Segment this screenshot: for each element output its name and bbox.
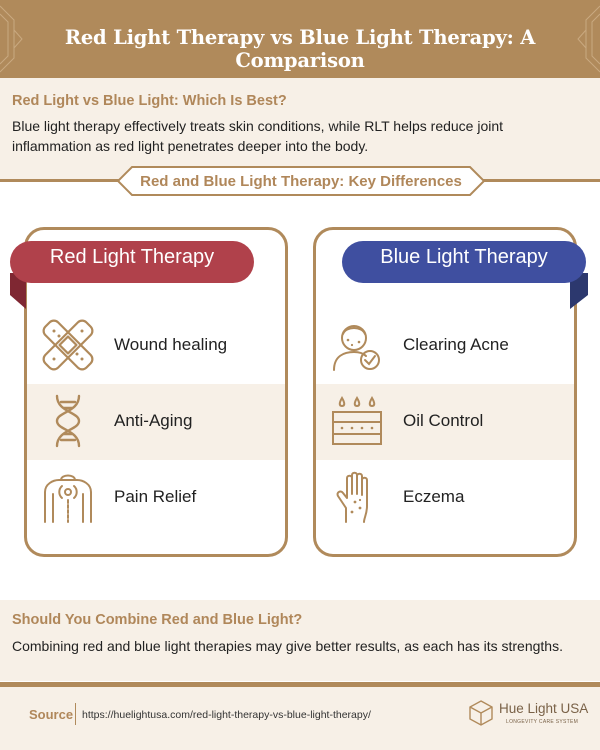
- combine-text: Combining red and blue light therapies m…: [12, 638, 563, 654]
- red-ribbon: [10, 241, 254, 309]
- item-label: Wound healing: [114, 335, 228, 354]
- footer: Source https://huelightusa.com/red-light…: [0, 687, 600, 750]
- bandage-icon: [42, 319, 94, 371]
- combine-section: Should You Combine Red and Blue Light? C…: [0, 600, 600, 681]
- red-card-title: Red Light Therapy: [49, 246, 215, 268]
- art-deco-ornament-right-icon: [577, 5, 600, 73]
- face-check-icon: [333, 325, 380, 371]
- hand-rash-icon: [336, 471, 368, 523]
- intro-text: Blue light therapy effectively treats sk…: [12, 116, 590, 156]
- item-label: Oil Control: [403, 411, 484, 430]
- brand-tagline: LONGEVITY CARE SYSTEM: [506, 719, 579, 725]
- art-deco-ornament-left-icon: [0, 5, 23, 73]
- source-separator: [75, 703, 76, 725]
- key-differences-label: Red and Blue Light Therapy: Key Differen…: [140, 173, 462, 190]
- intro-text-line-2: inflammation as red light penetrates dee…: [12, 138, 369, 154]
- footer-divider: [0, 682, 600, 687]
- dna-icon: [55, 394, 81, 448]
- hue-light-logo-icon: [469, 700, 493, 726]
- source-label: Source: [29, 707, 74, 722]
- source-link[interactable]: https://huelightusa.com/red-light-therap…: [82, 709, 371, 721]
- list-item: Clearing Acne: [316, 308, 574, 384]
- item-label: Eczema: [403, 487, 465, 506]
- list-item: Pain Relief: [27, 460, 285, 536]
- intro-text-line-1: Blue light therapy effectively treats sk…: [12, 118, 504, 134]
- header-banner: Red Light Therapy vs Blue Light Therapy:…: [0, 0, 600, 78]
- combine-heading: Should You Combine Red and Blue Light?: [12, 612, 303, 628]
- list-item: Eczema: [316, 460, 574, 536]
- list-item: Oil Control: [316, 384, 574, 460]
- list-item: Wound healing: [27, 308, 285, 384]
- brand-name: Hue Light USA: [499, 701, 589, 716]
- skin-oil-icon: [332, 396, 382, 445]
- back-pain-icon: [44, 474, 92, 523]
- list-item: Anti-Aging: [27, 384, 285, 460]
- intro-heading: Red Light vs Blue Light: Which Is Best?: [12, 93, 287, 109]
- item-label: Pain Relief: [114, 487, 197, 506]
- page-title: Red Light Therapy vs Blue Light Therapy:…: [64, 26, 536, 72]
- blue-ribbon: [342, 241, 588, 309]
- intro-section: Red Light vs Blue Light: Which Is Best? …: [0, 78, 600, 179]
- blue-card-title: Blue Light Therapy: [380, 246, 548, 268]
- key-differences-badge: [116, 166, 486, 196]
- item-label: Anti-Aging: [114, 411, 193, 430]
- item-label: Clearing Acne: [403, 335, 509, 354]
